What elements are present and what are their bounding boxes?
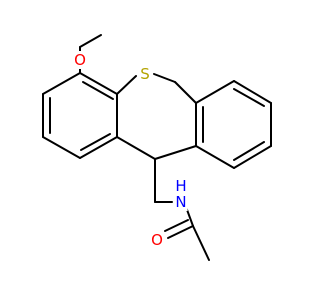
molecule-diagram: O S H N O xyxy=(42,34,272,261)
bond-ring2-e xyxy=(233,145,272,169)
label-knockout xyxy=(174,177,188,195)
label-knockout xyxy=(139,65,151,83)
atom-label-nitrogen: N xyxy=(175,193,186,211)
bond-c-s xyxy=(116,75,137,95)
bond-ring2-c xyxy=(233,80,272,104)
bond-ring2-e-inner xyxy=(233,141,265,161)
bond-ring1-a-inner xyxy=(82,81,114,100)
bond-ring2-b xyxy=(195,80,235,104)
bond-ring1-a xyxy=(79,72,118,95)
bond-ring1-d xyxy=(42,136,81,159)
structure-canvas: O S H N O xyxy=(42,34,272,261)
bond-co-a xyxy=(167,225,194,239)
label-knockout xyxy=(150,231,164,249)
bond-ring2-f xyxy=(195,145,235,169)
label-knockout xyxy=(174,193,188,211)
bond-ring1-c xyxy=(79,136,118,159)
bond-ring2-c-inner xyxy=(233,88,265,107)
atom-label-sulfur: S xyxy=(140,65,150,83)
bond-ring1-f xyxy=(42,72,81,95)
atom-label-nitrogen-hydrogen: H xyxy=(175,177,186,195)
bond-ch2-aryl xyxy=(174,81,197,104)
bond-co-b xyxy=(164,219,189,232)
atom-label-oxygen-carbonyl: O xyxy=(151,231,163,249)
bond-c11-ring1 xyxy=(116,136,156,160)
atom-label-layer: O S H N O xyxy=(73,51,188,249)
bond-ring1-c-inner xyxy=(80,133,111,151)
label-knockout xyxy=(73,51,87,69)
bond-s-ch2 xyxy=(153,73,176,83)
bond-c11-ring2 xyxy=(154,145,197,160)
bond-layer xyxy=(42,34,272,261)
atom-label-oxygen-methoxy: O xyxy=(74,51,86,69)
bond-carbonyl-methyl xyxy=(192,225,210,261)
bond-methyl-o xyxy=(79,34,102,48)
